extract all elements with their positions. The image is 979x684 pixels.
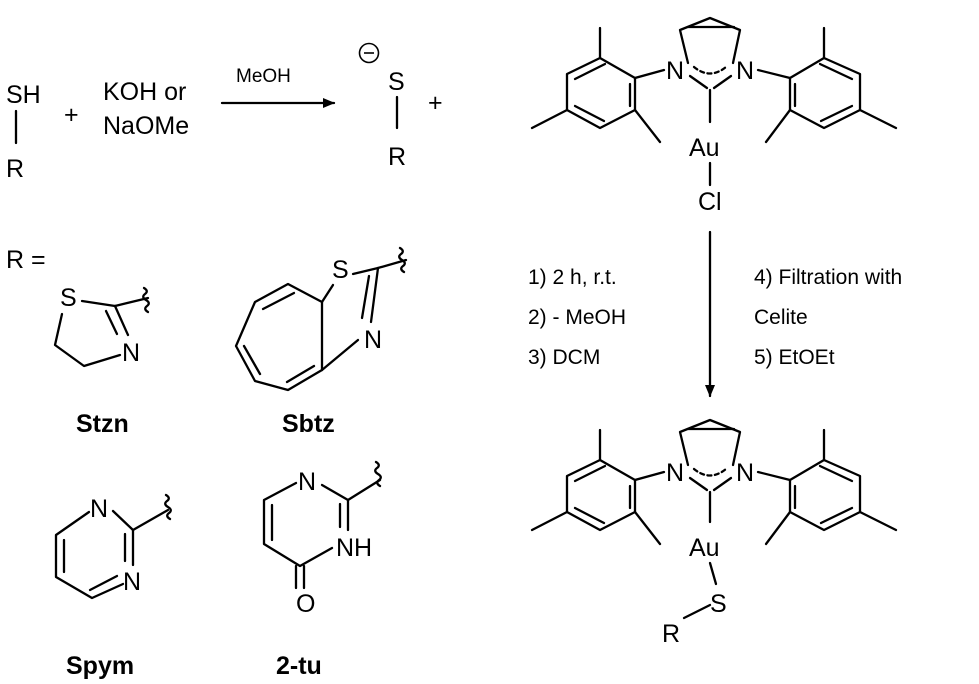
imidazole-n-right: N	[736, 57, 754, 85]
condition-1: 1) 2 h, r.t.	[528, 266, 617, 289]
ligand-spym: N N Spym	[54, 493, 172, 680]
ligand-stzn: S N Stzn	[53, 284, 150, 438]
ligand-sbtz: S N Sbtz	[234, 246, 408, 438]
thiolate-s-label: S	[388, 68, 405, 96]
negative-charge-icon	[358, 42, 380, 64]
ligand-2-thiouracil: N NH O 2-tu	[262, 460, 382, 680]
thiolate-r-label: R	[388, 143, 406, 171]
thiol-reactant: SH R	[6, 81, 41, 183]
plus-sign-1: +	[64, 101, 79, 129]
stzn-name: Stzn	[76, 410, 129, 438]
product-n-left: N	[666, 459, 684, 487]
stzn-n-atom: N	[122, 339, 140, 367]
tu-n-atom: N	[298, 468, 316, 496]
condition-4: 4) Filtration with	[754, 266, 902, 289]
condition-2: 2) - MeOH	[528, 306, 626, 329]
product-n-right: N	[736, 459, 754, 487]
base-line-1: KOH or	[103, 78, 186, 106]
tu-nh-atom: NH	[336, 534, 372, 562]
conditions-left: 1) 2 h, r.t. 2) - MeOH 3) DCM	[528, 266, 626, 369]
product-s-label: S	[710, 590, 727, 618]
methanol-arrow: MeOH	[220, 66, 336, 108]
r-legend-label: R =	[6, 246, 46, 274]
nhc-gold-thiolate-product: N N Au S R	[530, 418, 898, 648]
product-r-label: R	[662, 620, 680, 648]
imidazole-n-left: N	[666, 57, 684, 85]
condition-4-cont: Celite	[754, 306, 808, 329]
spym-n-atom-top: N	[90, 495, 108, 523]
spym-n-atom-bottom: N	[123, 568, 141, 596]
2-tu-name: 2-tu	[276, 652, 322, 680]
conditions-right: 4) Filtration with Celite 5) EtOEt	[754, 266, 902, 369]
base-line-2: NaOMe	[103, 112, 189, 140]
sbtz-s-atom: S	[332, 256, 349, 284]
thiol-r-label: R	[6, 155, 24, 183]
solvent-label: MeOH	[236, 66, 291, 87]
nhc-gold-chloride-complex: N N Au Cl	[530, 16, 898, 216]
chloride-label: Cl	[698, 188, 722, 216]
condition-3: 3) DCM	[528, 346, 600, 369]
sbtz-n-atom: N	[364, 326, 382, 354]
condition-5: 5) EtOEt	[754, 346, 835, 369]
sbtz-name: Sbtz	[282, 410, 335, 438]
tu-o-atom: O	[296, 590, 315, 618]
gold-label: Au	[689, 134, 720, 162]
product-gold-label: Au	[689, 534, 720, 562]
thiol-sh-label: SH	[6, 81, 41, 109]
plus-sign-2: +	[428, 89, 443, 117]
base-reagent: KOH or NaOMe	[103, 78, 189, 140]
thiolate-anion: S R	[358, 42, 406, 171]
stzn-s-atom: S	[60, 284, 77, 312]
spym-name: Spym	[66, 652, 134, 680]
